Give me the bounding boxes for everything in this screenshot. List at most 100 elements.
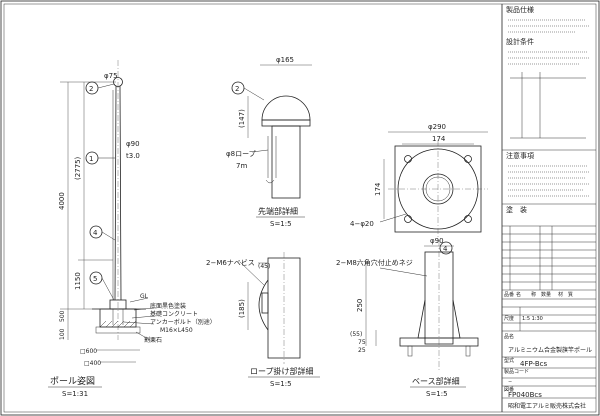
model-label: 型式 (504, 357, 514, 364)
callout-1: 1 (89, 155, 93, 163)
dim-upper-length: (2775) (74, 156, 82, 180)
dim-foundation-600: □600 (80, 348, 97, 355)
base-hole-br (464, 215, 472, 223)
top-callout: 2 (235, 85, 239, 93)
dim-bottom-b: 75 (358, 339, 366, 346)
base-callout-bubble (439, 241, 453, 255)
scale-value: 1:5 1:30 (522, 316, 543, 322)
dim-foot-height: 100 (59, 328, 66, 340)
dim-pitch-v: 174 (374, 182, 382, 196)
label-bottom-paint: 底面黒色塗装 (150, 302, 186, 310)
drawing-no-value: FP040Bcs (508, 391, 542, 399)
pole-view-scale: S=1:31 (62, 390, 88, 398)
product-spec-heading: 製品仕様 (506, 5, 534, 14)
base-section-bolt-right (465, 345, 471, 357)
parts-table (502, 226, 596, 290)
code-value: − (508, 379, 512, 385)
top-cap-dome (261, 95, 311, 121)
holes-leader (379, 213, 407, 223)
base-section: φ90 4 2−M8六角穴付止めネジ 250 (55) 75 25 ベース部詳細… (336, 237, 479, 398)
dim-foundation-400: □400 (84, 360, 101, 367)
dim-pitch-h: 174 (432, 135, 446, 143)
base-section-plate (399, 337, 479, 347)
color-label: 塗 装 (506, 205, 527, 214)
rope-nut-leader (239, 261, 265, 286)
leader-anchor (123, 321, 155, 325)
parts-header-name: 名 称 (516, 291, 536, 298)
name-value: アルミニウム合金製旗竿ポール (508, 346, 592, 354)
leader-paint (133, 307, 155, 311)
callout-5: 5 (93, 275, 97, 283)
dim-top-dia: φ75 (104, 72, 118, 80)
dim-rope-length: 7m (236, 162, 247, 170)
dim-taper: t3.0 (126, 152, 140, 160)
top-pole-section (271, 125, 301, 199)
label-gl: GL (140, 293, 149, 300)
top-rope-leader (251, 149, 269, 153)
company-name: 昭和電工アルミ販売株式会社 (508, 402, 586, 410)
rope-detail: 2−M6ナベビス (45) (185) ロープ掛け部詳細 S=1:5 (206, 252, 320, 388)
top-detail-scale: S=1:5 (270, 220, 292, 228)
label-bolt-size: M16×L450 (160, 327, 193, 334)
base-section-bolt-left (407, 345, 413, 357)
rope-detail-scale: S=1:5 (270, 380, 292, 388)
dim-base-height: 250 (356, 299, 364, 312)
callout-4: 4 (93, 229, 98, 237)
pole-shaft (114, 85, 122, 301)
pole-foundation-hatch (99, 320, 137, 328)
dim-rope-width: (45) (258, 263, 270, 270)
dim-cap-dia: φ165 (276, 56, 294, 64)
label-anchor-bolt: アンカーボルト（別途） (150, 318, 216, 326)
dim-mid-length: 1150 (74, 272, 82, 290)
top-rope-lines (267, 136, 277, 178)
leader-gl (129, 297, 149, 303)
drawing-no-label: 図番 (504, 386, 514, 393)
name-label: 品名 (504, 333, 514, 340)
leader-5 (101, 277, 115, 301)
base-detail-scale: S=1:5 (426, 390, 448, 398)
dim-base-pole-dia: φ90 (430, 237, 444, 245)
sidebar: 製品仕様 設計条件 注意事項 塗 装 (501, 4, 596, 412)
pole-view: φ75 φ90 t3.0 4000 (2775) 1150 500 100 2 … (48, 60, 216, 398)
parts-header-qty: 数量 (541, 291, 551, 298)
top-cap-band (261, 119, 311, 127)
dim-rope-height: (185) (238, 299, 246, 318)
model-value: 4FP-Bcs (520, 360, 547, 368)
leader-4 (101, 231, 116, 241)
design-heading: 設計条件 (506, 37, 534, 46)
base-hole-tr (464, 155, 472, 163)
leader-2 (97, 83, 115, 89)
base-plan: φ290 174 174 4−φ20 (350, 123, 488, 240)
label-gravel: 割栗石 (144, 336, 162, 344)
notes-text-lines (508, 165, 590, 197)
dim-base-height: 500 (59, 310, 66, 322)
parts-header-material: 材 質 (558, 291, 573, 298)
leader-concrete (131, 315, 155, 319)
dim-outer-dia: φ290 (428, 123, 446, 131)
dim-cap-height: (147) (238, 109, 246, 128)
pole-gravel (95, 326, 141, 334)
base-hole-tl (404, 155, 412, 163)
rope-cleat (258, 279, 269, 331)
drawing-inner-border (3, 3, 597, 413)
spec-text-lines (508, 19, 590, 33)
dim-bottom-a: (55) (350, 331, 362, 338)
base-callout: 4 (443, 245, 448, 253)
dim-rope: φ8ロープ (226, 150, 256, 158)
base-detail-title: ベース部詳細 (412, 376, 460, 386)
code-label: 製品コード (504, 368, 529, 375)
top-callout-leader (243, 87, 265, 101)
base-hole-bl (404, 215, 412, 223)
rope-nut: 2−M6ナベビス (206, 258, 255, 267)
dim-holes: 4−φ20 (350, 220, 374, 228)
wind-table (510, 72, 586, 139)
top-rope-loop (265, 179, 275, 184)
dim-total-height: 4000 (58, 192, 66, 210)
callout-2: 2 (89, 85, 93, 93)
leader-gravel (135, 331, 151, 341)
title-block-grid (502, 306, 596, 399)
scale-label: 尺度 (504, 315, 514, 322)
label-foundation: 基礎コンクリート (150, 310, 198, 318)
